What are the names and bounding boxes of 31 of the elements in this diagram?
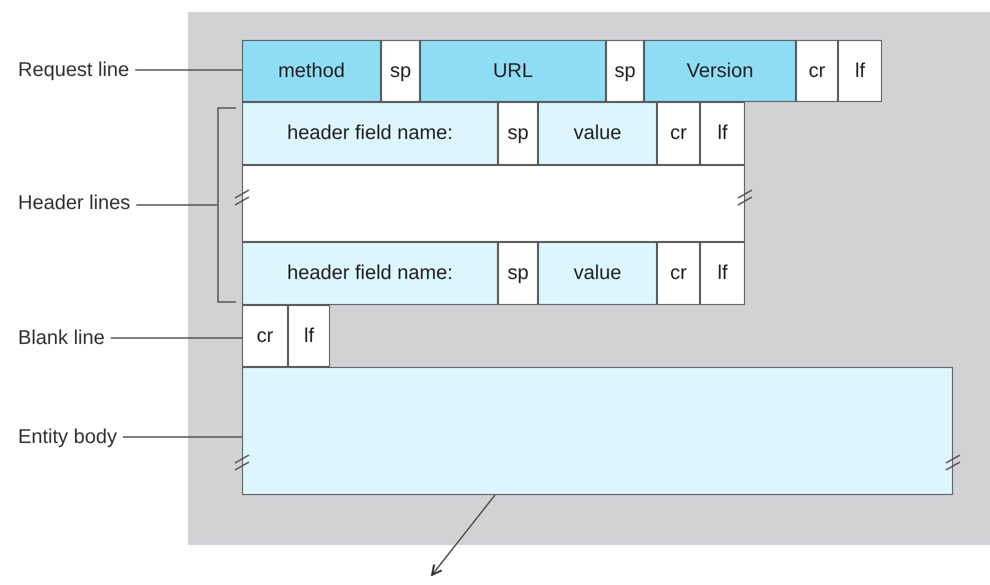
field-cell: header field name: xyxy=(242,242,498,305)
field-cell: sp xyxy=(381,40,420,102)
part-label: Header lines xyxy=(18,191,130,215)
field-cell: cr xyxy=(796,40,838,102)
field-cell: Version xyxy=(644,40,796,102)
field-cell: sp xyxy=(498,102,538,165)
field-cell: cr xyxy=(657,242,700,305)
field-cell: lf xyxy=(838,40,882,102)
field-cell: method xyxy=(242,40,381,102)
arrow xyxy=(431,494,496,576)
field-cell: value xyxy=(538,102,657,165)
bracket xyxy=(217,107,237,303)
field-cell: cr xyxy=(242,305,288,367)
blank-box xyxy=(242,165,745,242)
field-cell: sp xyxy=(498,242,538,305)
field-cell: cr xyxy=(657,102,700,165)
blank-box xyxy=(242,367,953,495)
field-cell: URL xyxy=(420,40,606,102)
part-label: Request line xyxy=(18,58,130,82)
leader-line xyxy=(135,69,242,71)
field-cell: lf xyxy=(288,305,330,367)
leader-line xyxy=(122,436,242,438)
field-cell: lf xyxy=(700,102,745,165)
field-cell: value xyxy=(538,242,657,305)
leader-line xyxy=(136,204,217,206)
field-cell: header field name: xyxy=(242,102,498,165)
part-label: Entity body xyxy=(18,425,117,449)
part-label: Blank line xyxy=(18,326,105,350)
field-cell: lf xyxy=(700,242,745,305)
leader-line xyxy=(110,337,242,339)
field-cell: sp xyxy=(606,40,644,102)
